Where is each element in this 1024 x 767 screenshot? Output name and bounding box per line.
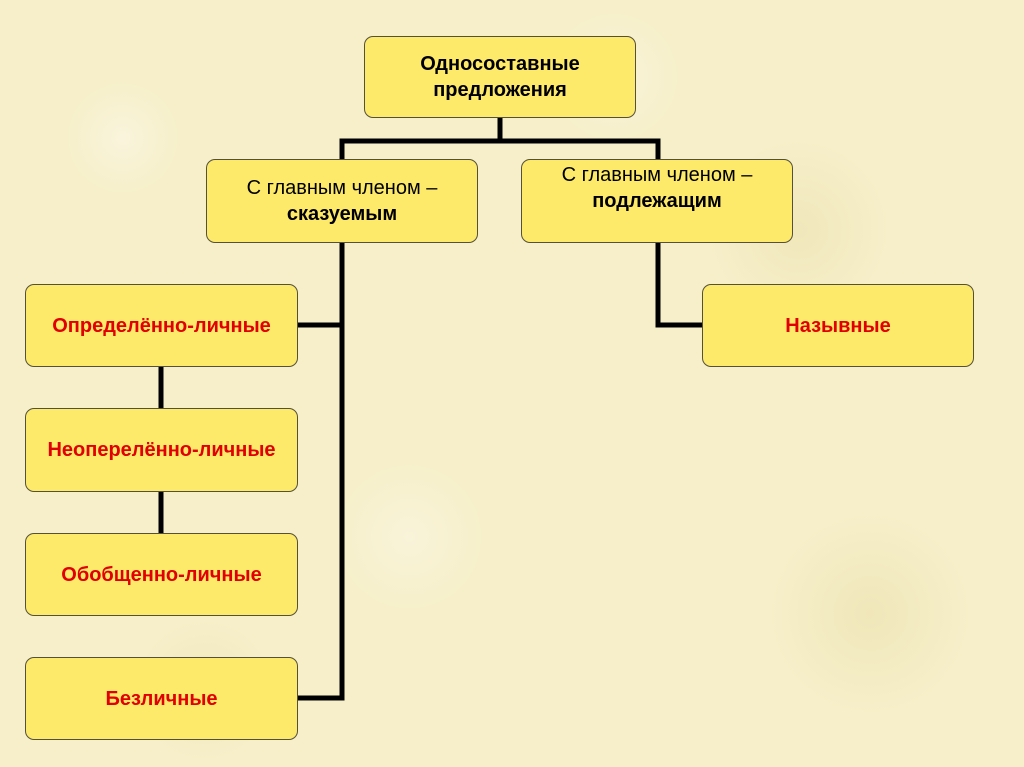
subject-branch-box: С главным членом – подлежащим: [521, 159, 793, 243]
generalized-personal-box: Обобщенно-личные: [25, 533, 298, 616]
generalized-personal-label: Обобщенно-личные: [61, 563, 262, 586]
nominative-box: Назывные: [702, 284, 974, 367]
predicate-trunk-line: [295, 240, 345, 701]
root-label-line1: Односоставные: [420, 53, 580, 75]
root-box-one-member-sentences: Односоставные предложения: [364, 36, 636, 118]
definite-personal-box: Определённо-личные: [25, 284, 298, 367]
subject-branch-line1: С главным членом –: [561, 164, 753, 186]
subject-trunk-line: [655, 240, 705, 328]
subject-branch-line2: подлежащим: [592, 190, 722, 212]
nominative-label: Назывные: [785, 314, 891, 337]
predicate-branch-line2: сказуемым: [286, 203, 398, 225]
definite-personal-label: Определённо-личные: [52, 314, 271, 337]
indefinite-personal-box: Неоперелённо-личные: [25, 408, 298, 492]
predicate-branch-box: С главным членом – сказуемым: [206, 159, 478, 243]
predicate-branch-line1: С главным членом –: [246, 177, 438, 199]
indefinite-personal-label: Неоперелённо-личные: [47, 439, 276, 461]
impersonal-box: Безличные: [25, 657, 298, 740]
impersonal-label: Безличные: [105, 687, 218, 710]
root-label-line2: предложения: [433, 79, 567, 101]
